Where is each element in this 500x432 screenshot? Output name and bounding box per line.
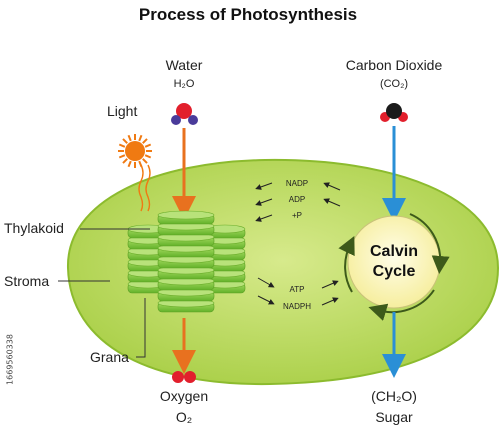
cycle-arc-right — [409, 213, 450, 274]
product-arrow-2 — [257, 295, 275, 305]
stock-id-strip: 1669560338 — [2, 300, 16, 420]
sun-icon — [118, 134, 152, 168]
light-ray-1 — [138, 164, 144, 212]
thylakoid-disc-top — [157, 210, 215, 220]
calvin-cycle-line1: Calvin — [370, 243, 418, 260]
sun-ray — [122, 138, 128, 144]
sun-ray — [118, 154, 126, 159]
oxygen-molecule-icon — [172, 371, 196, 383]
product-nadph: NADPH — [283, 302, 311, 311]
reactant-arrow-2 — [255, 198, 273, 206]
reactant-p: +P — [292, 211, 302, 220]
oxygen-formula: O₂ — [176, 409, 192, 425]
sun-ray — [127, 134, 132, 142]
sun-ray — [118, 143, 126, 148]
light-label: Light — [107, 103, 137, 119]
grana-stacks — [127, 210, 246, 313]
calvin-cycle-circle — [347, 215, 441, 309]
product-arrow-3 — [321, 280, 339, 289]
sun-ray — [127, 160, 132, 168]
sun-ray — [144, 143, 152, 148]
reactant-arrow-5 — [323, 198, 341, 207]
grana-stack-center — [157, 210, 215, 313]
reactant-adp: ADP — [289, 195, 305, 204]
reactant-nadp: NADP — [286, 179, 308, 188]
sugar-formula: (CH₂O) — [371, 388, 417, 404]
water-molecule-icon — [171, 103, 198, 125]
grana-leader — [136, 298, 146, 358]
product-arrow-4 — [321, 297, 339, 306]
cycle-arc-left — [338, 235, 355, 293]
reactant-arrow-3 — [255, 214, 273, 222]
stock-id: 1669560338 — [5, 334, 15, 385]
grana-stack-right — [204, 224, 246, 294]
cycle-arc-bottom — [368, 289, 435, 321]
thylakoid-label: Thylakoid — [4, 220, 64, 236]
calvin-cycle-line2: Cycle — [373, 263, 416, 280]
co2-formula: (CO₂) — [380, 78, 408, 90]
water-label: Water — [166, 57, 203, 73]
product-arrow-1 — [257, 277, 275, 288]
sun-ray — [122, 158, 128, 164]
co2-molecule-icon — [380, 103, 408, 122]
stroma-label: Stroma — [4, 273, 49, 289]
reactant-arrow-4 — [323, 182, 341, 191]
oxygen-label: Oxygen — [160, 388, 208, 404]
sun-ray — [142, 158, 148, 164]
sun-ray — [138, 134, 143, 142]
sun-ray — [144, 154, 152, 159]
water-formula: H₂O — [174, 78, 195, 90]
reactant-arrow-1 — [255, 182, 273, 190]
product-atp: ATP — [290, 285, 305, 294]
light-ray-2 — [145, 164, 151, 212]
sun-ray — [142, 138, 148, 144]
co2-label: Carbon Dioxide — [346, 57, 443, 73]
sugar-label: Sugar — [375, 409, 413, 425]
page-title: Process of Photosynthesis — [139, 5, 357, 24]
grana-label: Grana — [90, 349, 129, 365]
